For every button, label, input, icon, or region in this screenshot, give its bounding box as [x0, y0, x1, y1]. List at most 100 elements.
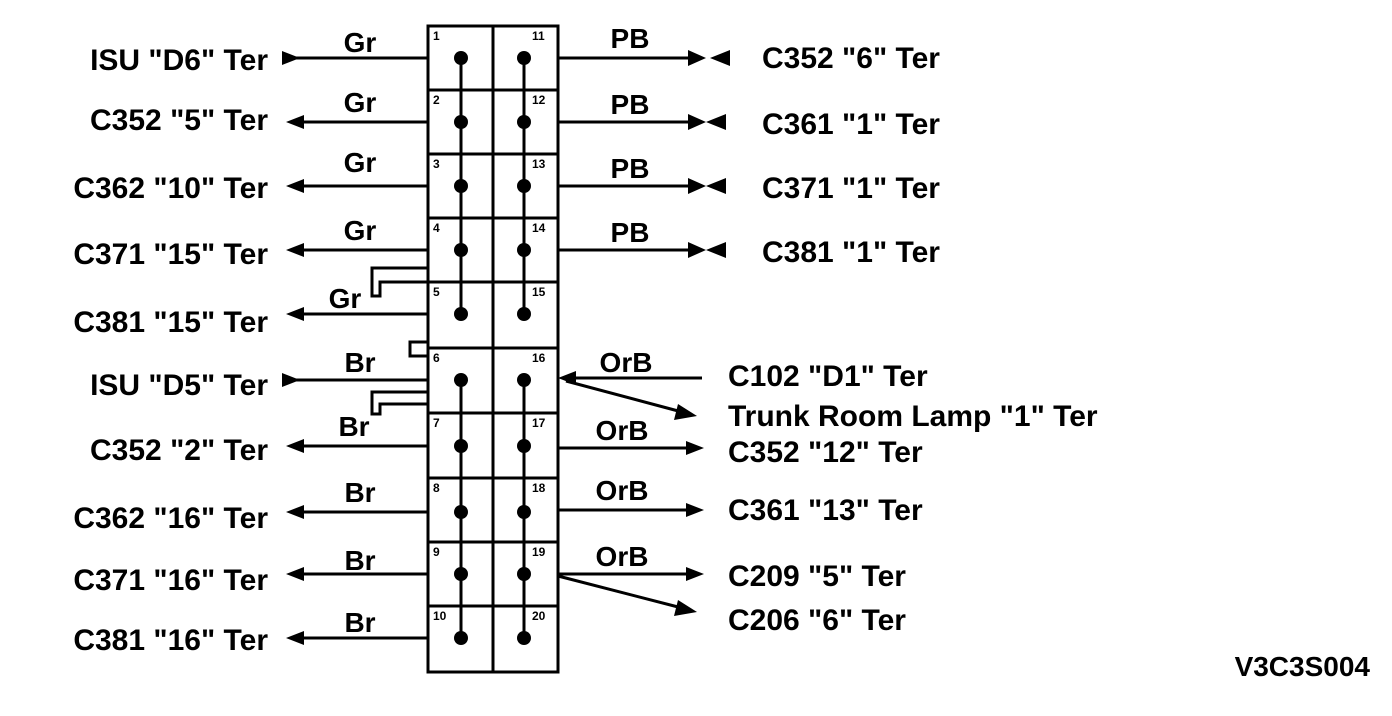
- pin-number: 5: [433, 285, 440, 299]
- arrowhead: [686, 503, 704, 517]
- arrowhead: [674, 600, 697, 616]
- connector-terminal-icon: [688, 50, 706, 66]
- splice-dot: [454, 243, 468, 257]
- terminal-label: C361 "13" Ter: [728, 494, 923, 527]
- jumpers: [370, 266, 428, 416]
- terminal-label: C352 "2" Ter: [90, 434, 268, 467]
- wire-color-label: PB: [611, 217, 650, 248]
- connector-terminal-icon: [282, 373, 300, 387]
- terminal-label: C381 "16" Ter: [73, 624, 268, 657]
- splice-dot: [454, 179, 468, 193]
- arrowhead: [674, 404, 697, 420]
- terminal-label: C102 "D1" Ter: [728, 360, 928, 393]
- arrowhead: [286, 243, 304, 257]
- arrowhead: [286, 307, 304, 321]
- pin-number: 14: [532, 221, 546, 235]
- wire-color-label: PB: [611, 23, 650, 54]
- pin-number: 1: [433, 29, 440, 43]
- right-wire: PB C352 "6" Ter: [558, 23, 940, 75]
- terminal-label: C371 "15" Ter: [73, 238, 268, 271]
- wire-color-label: Gr: [344, 147, 377, 178]
- pin-number: 8: [433, 481, 440, 495]
- splice-dot: [517, 307, 531, 321]
- connector-terminal-icon: [710, 50, 730, 66]
- wire-color-label: OrB: [596, 541, 649, 572]
- pin-number: 13: [532, 157, 546, 171]
- pin-number: 3: [433, 157, 440, 171]
- splice-dot: [454, 631, 468, 645]
- arrowhead: [286, 505, 304, 519]
- wire-color-label: OrB: [600, 347, 653, 378]
- connector-terminal-icon: [282, 51, 300, 65]
- splice-dot: [517, 243, 531, 257]
- terminal-label: Trunk Room Lamp "1" Ter: [728, 400, 1098, 433]
- jumper-4-5: [370, 266, 428, 298]
- arrowhead: [686, 441, 704, 455]
- terminal-label: C352 "6" Ter: [762, 42, 940, 75]
- diagram-code: V3C3S004: [1235, 651, 1371, 682]
- terminal-label: C371 "1" Ter: [762, 172, 940, 205]
- pin-number: 15: [532, 285, 546, 299]
- wire-color-label: Br: [344, 347, 375, 378]
- splice-dot: [454, 567, 468, 581]
- arrowhead: [286, 439, 304, 453]
- pin-number: 11: [532, 29, 545, 43]
- wire-color-label: Gr: [344, 87, 377, 118]
- pin-number: 10: [433, 609, 447, 623]
- pin-number: 17: [532, 416, 546, 430]
- splice-dot: [517, 115, 531, 129]
- splice-dot: [454, 307, 468, 321]
- connector-terminal-icon: [706, 114, 726, 130]
- arrowhead: [286, 567, 304, 581]
- pin-number: 4: [433, 221, 440, 235]
- pin-number: 7: [433, 416, 440, 430]
- splice-dots: [454, 51, 531, 645]
- wire-color-label: PB: [611, 153, 650, 184]
- terminal-label: C206 "6" Ter: [728, 604, 906, 637]
- pin-number: 19: [532, 545, 546, 559]
- left-wire: ISU "D6" Ter Gr: [90, 27, 428, 77]
- terminal-label: ISU "D6" Ter: [90, 44, 268, 77]
- connector-block: [426, 24, 560, 674]
- connector-terminal-icon: [688, 178, 706, 194]
- splice-dot: [517, 439, 531, 453]
- right-wire: PB C371 "1" Ter: [558, 153, 940, 205]
- terminal-label: C352 "12" Ter: [728, 436, 923, 469]
- terminal-label: C371 "16" Ter: [73, 564, 268, 597]
- pin-number: 12: [532, 93, 546, 107]
- splice-dot: [517, 51, 531, 65]
- splice-dot: [517, 505, 531, 519]
- splice-dot: [454, 439, 468, 453]
- wire-color-label: PB: [611, 89, 650, 120]
- left-wire: ISU "D5" Ter Br: [90, 347, 428, 402]
- notch-5-6: [408, 340, 428, 358]
- terminal-label: C352 "5" Ter: [90, 104, 268, 137]
- terminal-label: ISU "D5" Ter: [90, 369, 268, 402]
- splice-dot: [454, 373, 468, 387]
- terminal-label: C209 "5" Ter: [728, 560, 906, 593]
- connector-terminal-icon: [688, 114, 706, 130]
- arrowhead: [286, 179, 304, 193]
- splice-dot: [517, 631, 531, 645]
- connector-terminal-icon: [706, 242, 726, 258]
- wire-color-label: Gr: [344, 27, 377, 58]
- pin-number: 9: [433, 545, 440, 559]
- connector-terminal-icon: [688, 242, 706, 258]
- pin-number: 20: [532, 609, 546, 623]
- jumper-6-7: [370, 390, 428, 416]
- terminal-label: C362 "10" Ter: [73, 172, 268, 205]
- pin-number: 18: [532, 481, 546, 495]
